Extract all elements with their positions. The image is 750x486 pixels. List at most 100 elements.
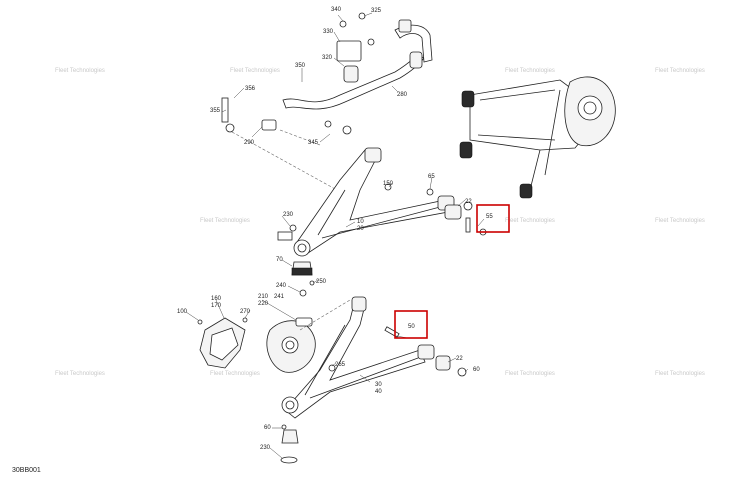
- callout-22: 22: [465, 199, 472, 205]
- bolt-50: [384, 326, 400, 338]
- arm-struts: [477, 89, 561, 176]
- knuckle-upper-ear: [295, 317, 313, 327]
- callout-330: 330: [323, 29, 334, 35]
- callout-345: 345: [308, 140, 319, 146]
- bushing: [459, 141, 473, 159]
- upper-a-arm: [294, 149, 449, 256]
- callout-210: 210: [258, 294, 269, 300]
- watermark: Fleet Technologies: [200, 218, 250, 224]
- callout-290: 290: [244, 140, 255, 146]
- watermark: Fleet Technologies: [55, 68, 105, 74]
- leader-lines: [185, 12, 485, 459]
- diagram-code: 30BB001: [12, 467, 41, 474]
- knuckle-brake-assembly: [197, 317, 316, 373]
- link-rod-355: [221, 97, 229, 123]
- callout-240: 240: [276, 283, 287, 289]
- clip-60: [281, 424, 287, 430]
- callout-220: 220: [258, 301, 269, 307]
- lower-ball-joint-bore: [285, 400, 295, 410]
- sleeve-22: [444, 204, 462, 220]
- nut-150: [384, 183, 392, 191]
- bolt-100: [197, 319, 203, 325]
- bushing: [461, 90, 475, 108]
- callout-230: 230: [283, 212, 294, 218]
- lower-arm-bushing-front: [351, 296, 367, 312]
- nut-side: [367, 38, 375, 46]
- washer-230: [289, 224, 297, 232]
- callout-250: 250: [316, 279, 327, 285]
- cotter-250: [309, 280, 315, 286]
- upper-a-arm-assembly: [277, 147, 487, 257]
- callout-265: 265: [335, 362, 346, 368]
- highlight-box-50: [394, 310, 428, 339]
- highlight-box-55: [476, 204, 510, 233]
- callout-230b: 230: [260, 445, 271, 451]
- callout-356: 356: [245, 86, 256, 92]
- lower-ball-joint: [281, 429, 299, 444]
- watermark: Fleet Technologies: [655, 218, 705, 224]
- guide-line: [279, 129, 321, 146]
- sway-bar-bracket: [343, 65, 359, 83]
- watermark: Fleet Technologies: [505, 218, 555, 224]
- watermark: Fleet Technologies: [210, 371, 260, 377]
- callout-320: 320: [322, 55, 333, 61]
- washer-345: [324, 120, 332, 128]
- callout-labels: 340 325 330 320 350 280 356 355 290 345 …: [177, 7, 493, 451]
- upper-arm-bushing-front: [364, 147, 382, 163]
- link-end-290: [261, 119, 277, 131]
- callout-355: 355: [210, 108, 221, 114]
- brake-caliper: [209, 327, 239, 361]
- nut-240: [299, 289, 307, 297]
- bushing: [519, 183, 533, 199]
- bolt-55: [465, 217, 471, 233]
- callout-70: 70: [276, 257, 283, 263]
- watermark: Fleet Technologies: [655, 68, 705, 74]
- nut-355: [225, 123, 235, 133]
- watermark-layer: Fleet Technologies Fleet Technologies Fl…: [55, 68, 705, 377]
- nut-325: [358, 12, 366, 20]
- watermark: Fleet Technologies: [55, 371, 105, 377]
- callout-170: 170: [211, 303, 222, 309]
- knuckle-bore-inner: [285, 340, 295, 350]
- callout-150: 150: [383, 181, 394, 187]
- watermark: Fleet Technologies: [230, 68, 280, 74]
- bolt-340: [339, 20, 347, 28]
- callout-100: 100: [177, 309, 188, 315]
- callout-60b: 60: [264, 425, 271, 431]
- knuckle-assembly-right: [459, 76, 616, 199]
- callout-340: 340: [331, 7, 342, 13]
- nut-265: [328, 364, 336, 372]
- highlight-boxes: [394, 204, 510, 339]
- callout-270: 270: [240, 309, 251, 315]
- lower-a-arm: [284, 299, 426, 419]
- ball-joint-boot: [291, 267, 313, 276]
- callout-60: 60: [473, 367, 480, 373]
- sleeve-22b: [435, 355, 451, 371]
- mounting-bracket: [336, 40, 362, 62]
- callout-10: 10: [357, 219, 364, 225]
- retaining-ring-230: [280, 456, 298, 464]
- upper-a-arm-detail: [317, 189, 441, 239]
- watermark: Fleet Technologies: [505, 68, 555, 74]
- bolt-230: [277, 231, 293, 241]
- lower-ball-joint-stack: [280, 424, 299, 464]
- callout-280: 280: [397, 92, 408, 98]
- washer: [463, 201, 473, 211]
- watermark: Fleet Technologies: [655, 371, 705, 377]
- sway-bar-bushing-top: [398, 19, 412, 33]
- callout-50: 50: [408, 324, 415, 330]
- nut-345: [342, 125, 352, 135]
- callout-325: 325: [371, 8, 382, 14]
- sway-bar-bushing: [409, 51, 423, 69]
- watermark: Fleet Technologies: [505, 371, 555, 377]
- callout-160: 160: [211, 296, 222, 302]
- callout-30: 30: [375, 382, 382, 388]
- hub-bore-inner: [583, 101, 597, 115]
- callout-55: 55: [486, 214, 493, 220]
- callout-22b: 22: [456, 356, 463, 362]
- callout-40: 40: [375, 389, 382, 395]
- lower-arm-bushing-rear: [417, 344, 435, 360]
- callout-65: 65: [428, 174, 435, 180]
- callout-241: 241: [274, 294, 285, 300]
